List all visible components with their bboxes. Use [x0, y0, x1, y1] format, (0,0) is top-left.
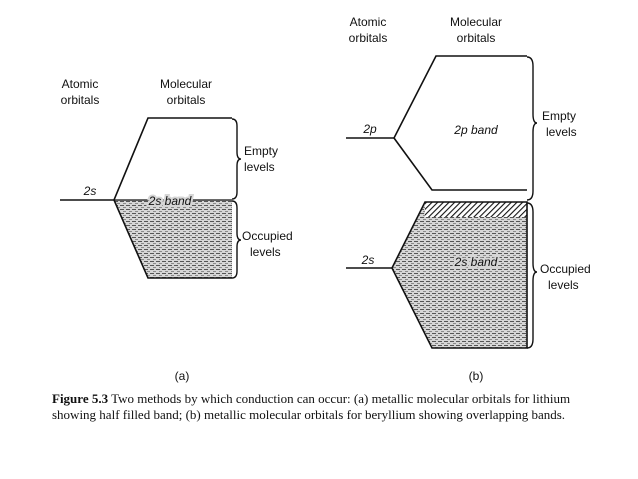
- occupied-levels-label-line1: Occupied: [540, 262, 591, 276]
- band-label-2s: 2s band: [454, 255, 498, 269]
- occupied-levels-label-line2: levels: [250, 245, 281, 259]
- overlap-hatch: [425, 202, 527, 217]
- band-label-2s: 2s band: [148, 194, 192, 208]
- empty-levels-label-line1: Empty: [244, 144, 278, 158]
- band-2s-outline: [391, 201, 528, 349]
- occupied-brace: [526, 202, 538, 349]
- figure-number: Figure 5.3: [52, 391, 109, 406]
- panel-a-tag: (a): [175, 369, 190, 383]
- band-diagram: Atomic orbitals Molecular orbitals 2s 2s…: [60, 15, 591, 383]
- empty-brace: [231, 118, 242, 200]
- atomic-orbitals-label-line1: Atomic: [350, 15, 387, 29]
- empty-levels-label-line2: levels: [546, 125, 577, 139]
- molecular-orbitals-label-line2: orbitals: [457, 31, 496, 45]
- level-label-2s: 2s: [361, 253, 375, 267]
- level-label-2p: 2p: [362, 122, 377, 136]
- occupied-brace: [231, 200, 242, 279]
- empty-levels-label-line1: Empty: [542, 109, 576, 123]
- figure-caption-text: Two methods by which conduction can occu…: [52, 391, 571, 422]
- occupied-band-fill: [114, 200, 232, 278]
- panel-b: Atomic orbitals Molecular orbitals 2p 2p…: [346, 15, 591, 383]
- molecular-orbitals-label-line1: Molecular: [450, 15, 502, 29]
- atomic-orbitals-label-line2: orbitals: [61, 93, 100, 107]
- occupied-levels-label-line2: levels: [548, 278, 579, 292]
- occupied-levels-label-line1: Occupied: [242, 229, 293, 243]
- figure-caption: Figure 5.3 Two methods by which conducti…: [52, 391, 612, 423]
- molecular-orbitals-label-line2: orbitals: [167, 93, 206, 107]
- empty-levels-label-line2: levels: [244, 160, 275, 174]
- band-label-2p: 2p band: [453, 123, 498, 137]
- level-label-2s: 2s: [83, 184, 97, 198]
- panel-a: Atomic orbitals Molecular orbitals 2s 2s…: [60, 77, 293, 383]
- band-2s-fill: [392, 202, 527, 348]
- molecular-orbitals-label-line1: Molecular: [160, 77, 212, 91]
- atomic-orbitals-label-line1: Atomic: [62, 77, 99, 91]
- panel-b-tag: (b): [469, 369, 484, 383]
- empty-brace: [526, 56, 538, 201]
- atomic-orbitals-label-line2: orbitals: [349, 31, 388, 45]
